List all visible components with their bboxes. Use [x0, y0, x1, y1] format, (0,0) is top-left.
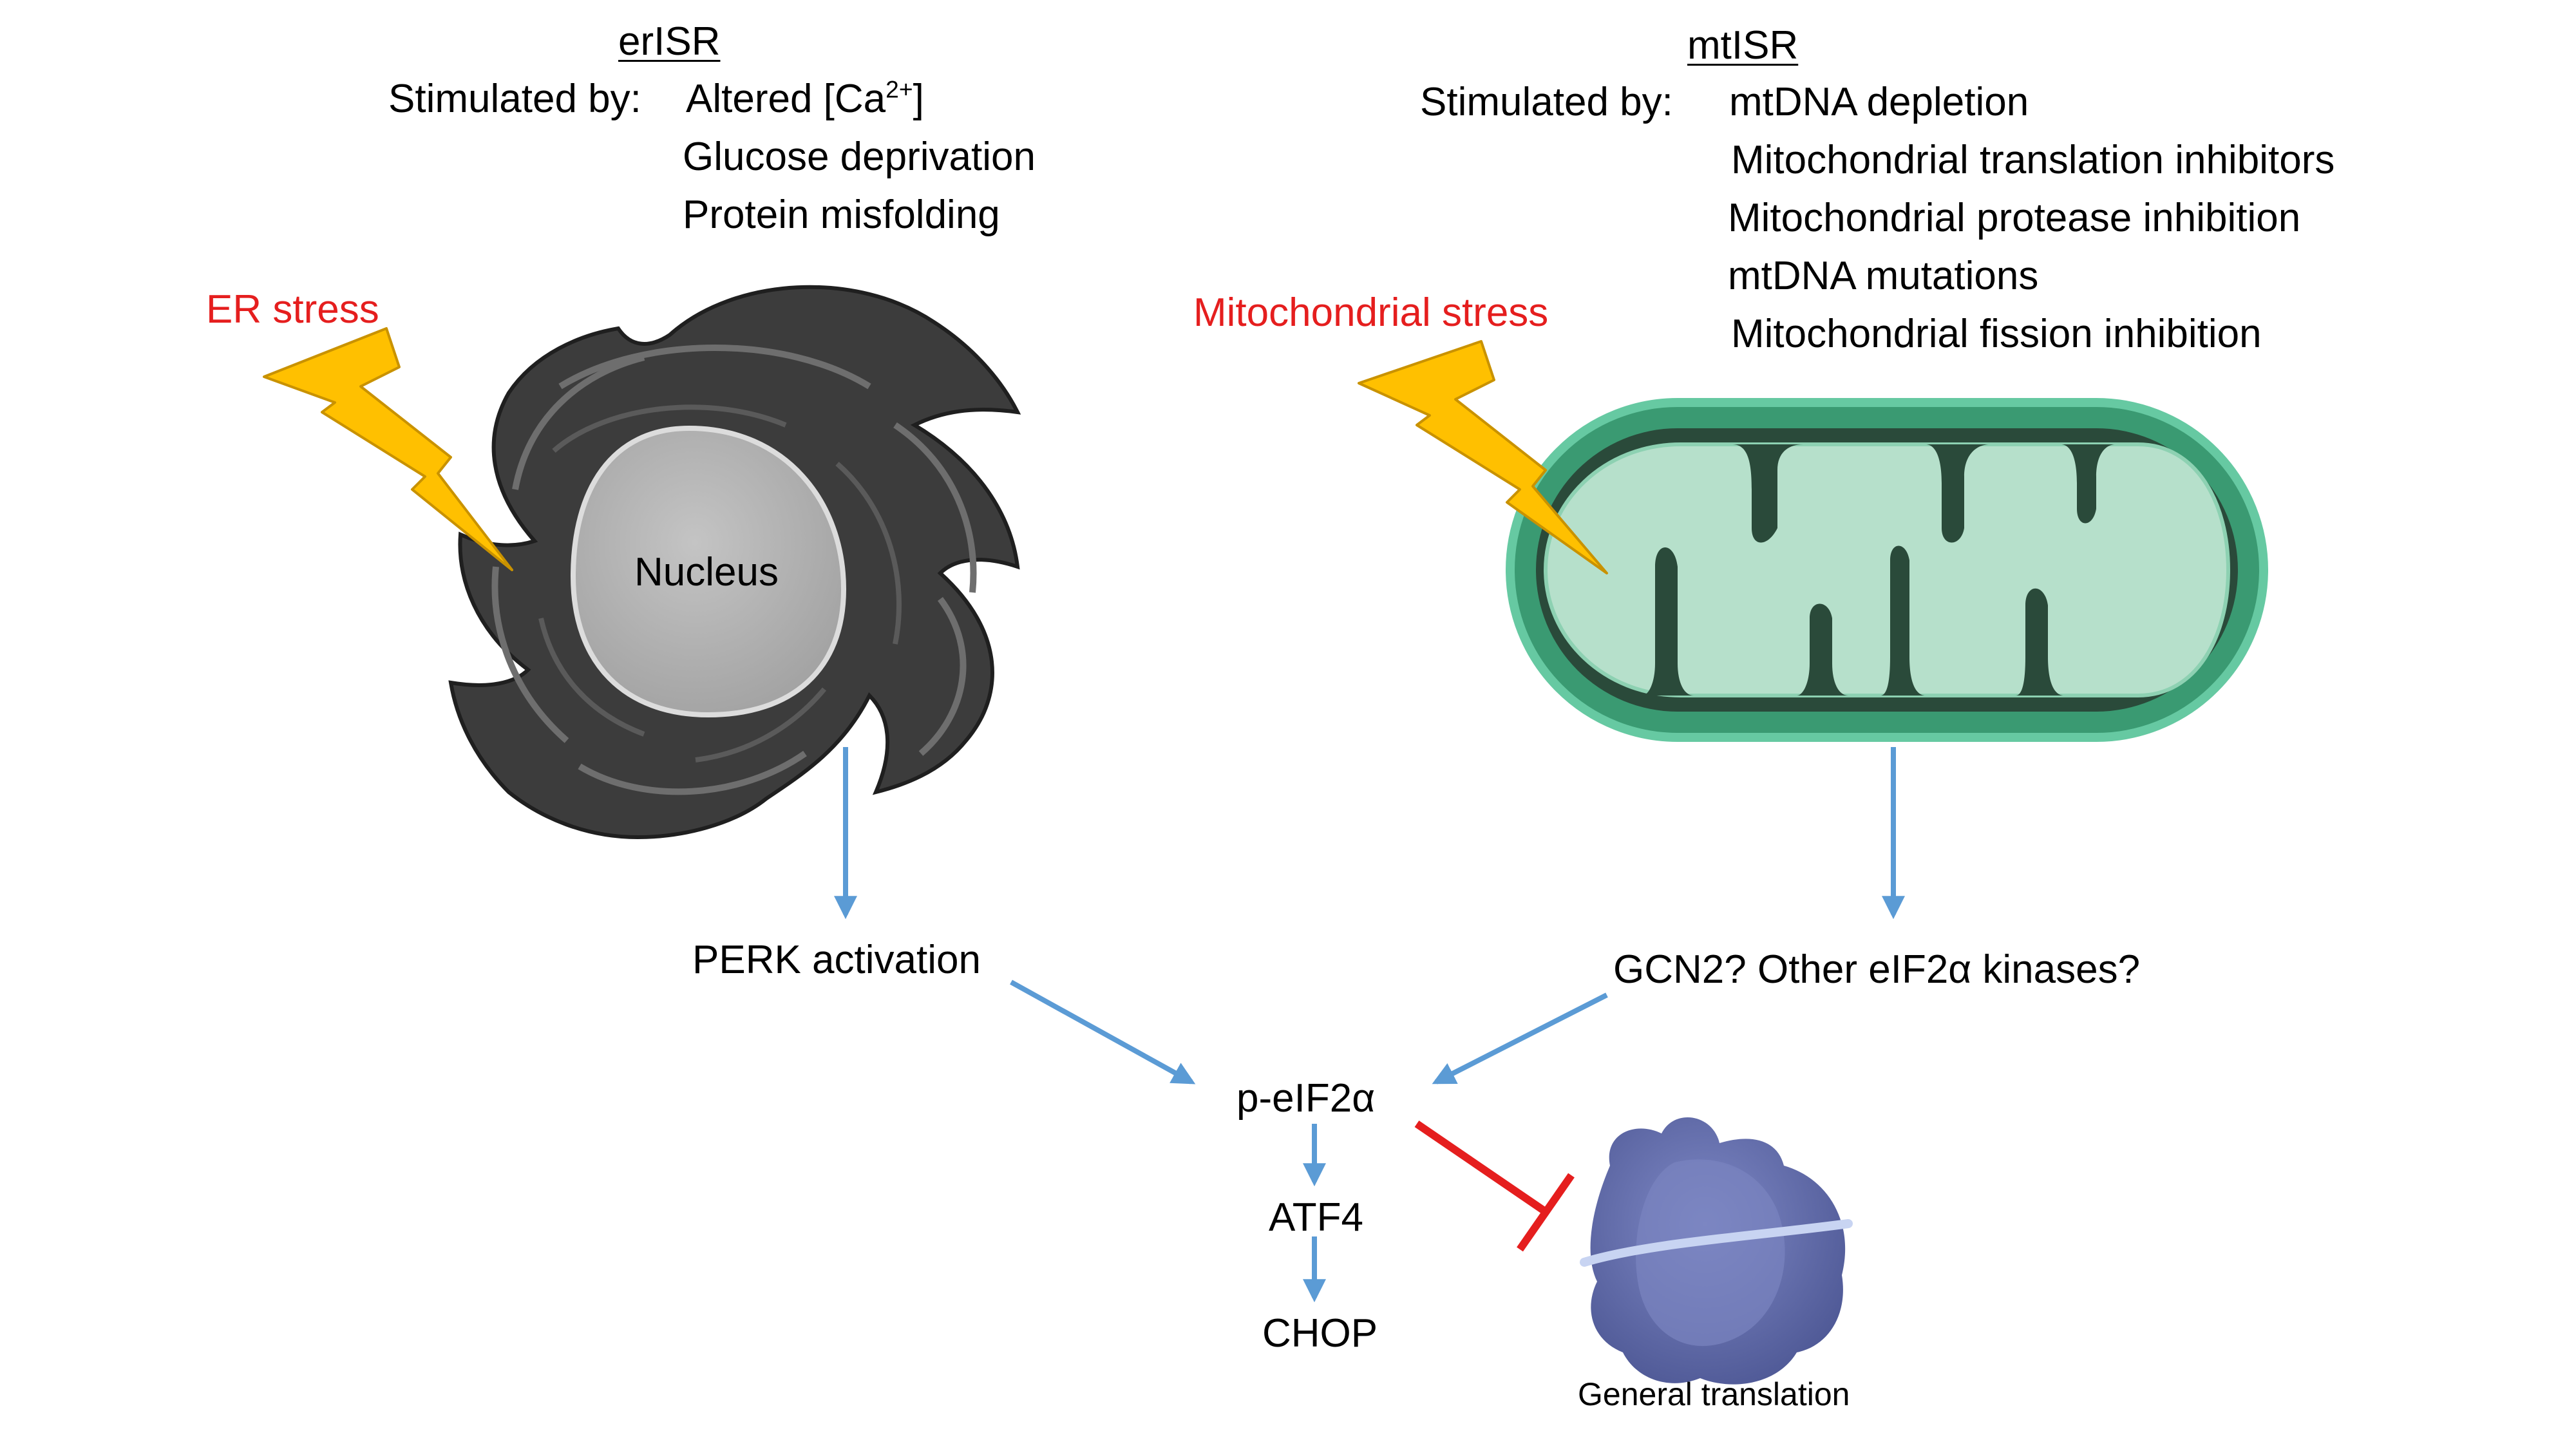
mito-stress-label: Mitochondrial stress: [1193, 290, 1549, 335]
nucleus-label: Nucleus: [634, 550, 779, 594]
inhibition-arrow: [1414, 1121, 1575, 1252]
nucleus-icon: [570, 425, 847, 718]
mt-heading: mtISR: [1687, 23, 1799, 68]
mt-stimulus-1: mtDNA depletion: [1729, 80, 2029, 124]
chop-label: CHOP: [1262, 1311, 1378, 1356]
peif2a-label: p-eIF2α: [1236, 1076, 1376, 1121]
er-stimulus-1: Altered [Ca2+]: [686, 75, 924, 121]
mt-stimulus-2: Mitochondrial translation inhibitors: [1731, 138, 2335, 182]
mt-stimulus-5: Mitochondrial fission inhibition: [1731, 312, 2262, 356]
perk-activation-label: PERK activation: [692, 938, 981, 982]
er-stress-label: ER stress: [206, 287, 379, 332]
er-stimulated-by-label: Stimulated by:: [388, 77, 641, 121]
lightning-bolt-icon: [1358, 340, 1608, 574]
gcn2-label: GCN2? Other eIF2α kinases?: [1613, 947, 2141, 992]
er-stimulus-2: Glucose deprivation: [683, 135, 1036, 179]
ribosome-icon: [1580, 1117, 1853, 1385]
atf4-label: ATF4: [1269, 1195, 1363, 1240]
lightning-bolt-icon: [263, 327, 513, 571]
arrow-gcn2-to-peif2a: [1432, 992, 1608, 1084]
general-translation-label: General translation: [1578, 1376, 1850, 1412]
mt-stimulated-by-label: Stimulated by:: [1420, 80, 1673, 124]
mitochondrion-icon: [1506, 398, 2268, 742]
er-stimulus-3: Protein misfolding: [683, 193, 1000, 237]
er-heading: erISR: [618, 19, 721, 64]
mt-stimulus-4: mtDNA mutations: [1728, 254, 2039, 298]
mt-stimulus-3: Mitochondrial protease inhibition: [1728, 196, 2301, 240]
arrow-perk-to-peif2a: [1010, 980, 1196, 1084]
